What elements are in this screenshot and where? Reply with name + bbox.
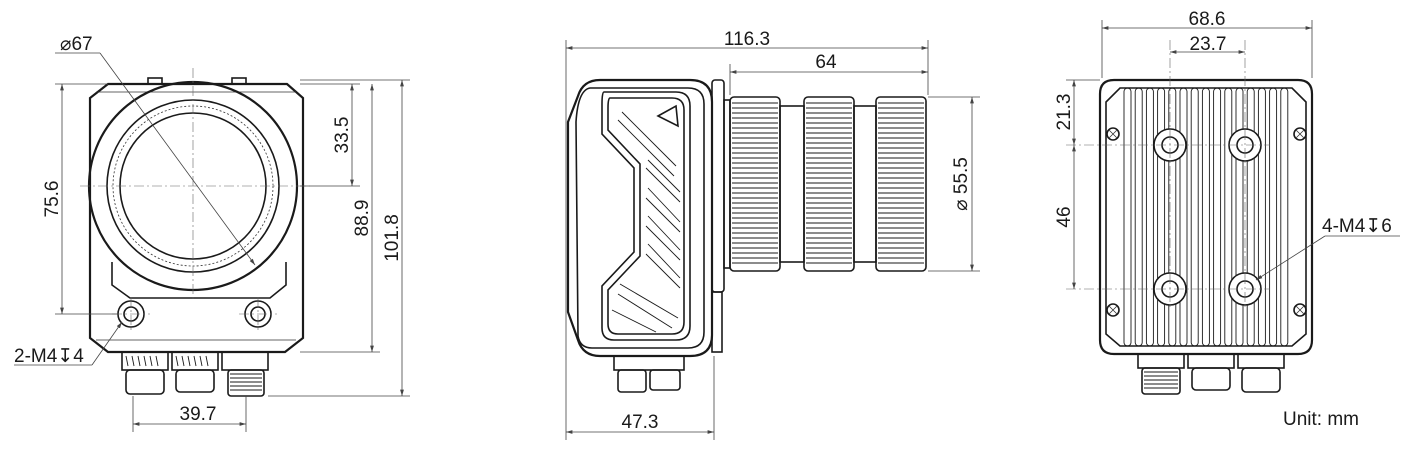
- heatsink-fin: [1145, 87, 1154, 347]
- heatsink-fin: [1157, 87, 1166, 347]
- heatsink-fin: [1134, 87, 1143, 347]
- heatsink-fin: [1246, 87, 1255, 347]
- heatsink-fin: [1168, 87, 1177, 347]
- dim-front-height-left: 75.6: [42, 181, 63, 218]
- heatsink-fin: [1213, 87, 1222, 347]
- heatsink-fin: [1269, 87, 1278, 347]
- dim-side-body-depth: 47.3: [622, 412, 659, 433]
- heatsink-fin: [1201, 87, 1210, 347]
- dim-side-lens-diameter: ⌀ 55.5: [951, 157, 972, 211]
- heatsink-fin: [1235, 87, 1244, 347]
- front-thread-callout: 2-M4↧4: [14, 346, 84, 367]
- heatsink-fin: [1123, 87, 1132, 347]
- dim-rear-width: 68.6: [1189, 9, 1226, 30]
- rear-heatsink-fins: [1123, 87, 1289, 347]
- rear-view: 68.6 23.7 21.3 46 4-M4↧6: [1054, 9, 1400, 395]
- dim-front-lens-center: 33.5: [332, 117, 353, 154]
- front-mount-hole-right: [239, 297, 277, 331]
- dim-side-lens-length: 64: [815, 52, 837, 73]
- front-view: ⌀67 75.6 33.5: [14, 34, 410, 432]
- heatsink-fin: [1257, 87, 1266, 347]
- heatsink-fin: [1190, 87, 1199, 347]
- heatsink-fin: [1179, 87, 1188, 347]
- unit-label: Unit: mm: [1283, 409, 1359, 430]
- rear-corner-screws: [1106, 127, 1307, 317]
- dim-rear-hole-spacing-y: 46: [1054, 206, 1075, 227]
- front-lens-diameter-label: ⌀67: [60, 34, 93, 55]
- dim-rear-hole-spacing-x: 23.7: [1190, 34, 1227, 55]
- dim-front-connector-span: 39.7: [180, 404, 217, 425]
- dim-side-total-length: 116.3: [724, 29, 770, 50]
- rear-mount-holes: [1066, 40, 1270, 310]
- dim-front-height-outer: 101.8: [382, 214, 403, 262]
- dim-rear-top-offset: 21.3: [1054, 94, 1075, 131]
- lens-barrel: [729, 96, 927, 272]
- dim-front-height-mount: 88.9: [352, 200, 373, 237]
- heatsink-fin: [1224, 87, 1233, 347]
- front-connectors: [121, 351, 269, 397]
- heatsink-fin: [1280, 87, 1289, 347]
- rear-thread-callout: 4-M4↧6: [1322, 216, 1392, 237]
- side-view: 116.3 64 47.3 ⌀ 55.5: [565, 29, 980, 440]
